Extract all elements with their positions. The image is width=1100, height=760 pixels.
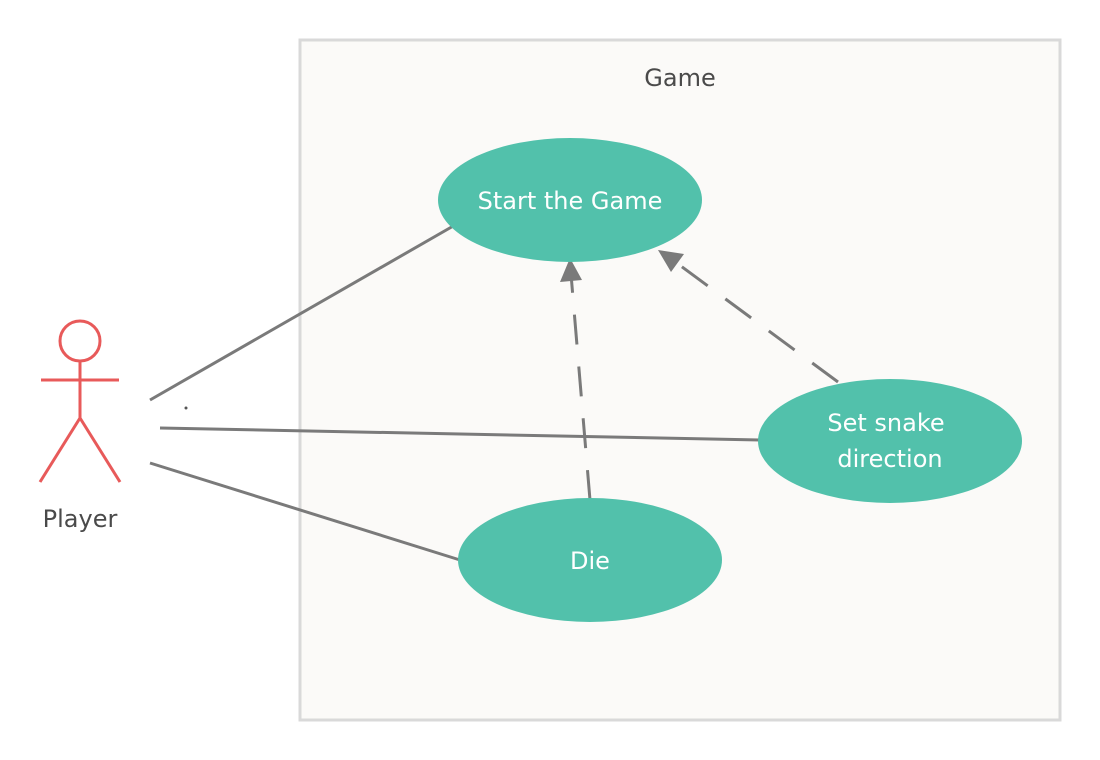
use-case-set-snake-direction: Set snake direction xyxy=(758,379,1022,503)
actor-left-leg xyxy=(38,417,82,483)
system-boundary-title: Game xyxy=(644,64,715,92)
actor-right-leg xyxy=(78,417,122,483)
use-case-start-the-game: Start the Game xyxy=(438,138,702,262)
use-case-label: Start the Game xyxy=(478,187,663,215)
arrowhead-die-to-start xyxy=(560,258,582,282)
system-boundary xyxy=(298,38,1062,722)
use-case-ellipse xyxy=(458,498,722,622)
association-player-die xyxy=(149,461,461,562)
actor-player xyxy=(38,319,122,483)
arrowhead-direction-to-start xyxy=(658,250,684,272)
stray-dot xyxy=(184,406,188,410)
actor-name: Player xyxy=(43,505,118,533)
dependency-die-to-start xyxy=(569,273,592,501)
actor-head xyxy=(58,319,102,363)
use-case-ellipse xyxy=(758,379,1022,503)
use-case-label: Die xyxy=(570,547,610,575)
use-case-die: Die xyxy=(458,498,722,622)
use-case-label-line-2: direction xyxy=(837,445,942,473)
dependency-direction-to-start xyxy=(669,256,839,384)
association-player-direction xyxy=(159,426,761,442)
use-case-label-line-1: Set snake xyxy=(827,409,944,437)
association-player-start xyxy=(149,223,456,402)
use-case-ellipse xyxy=(438,138,702,262)
